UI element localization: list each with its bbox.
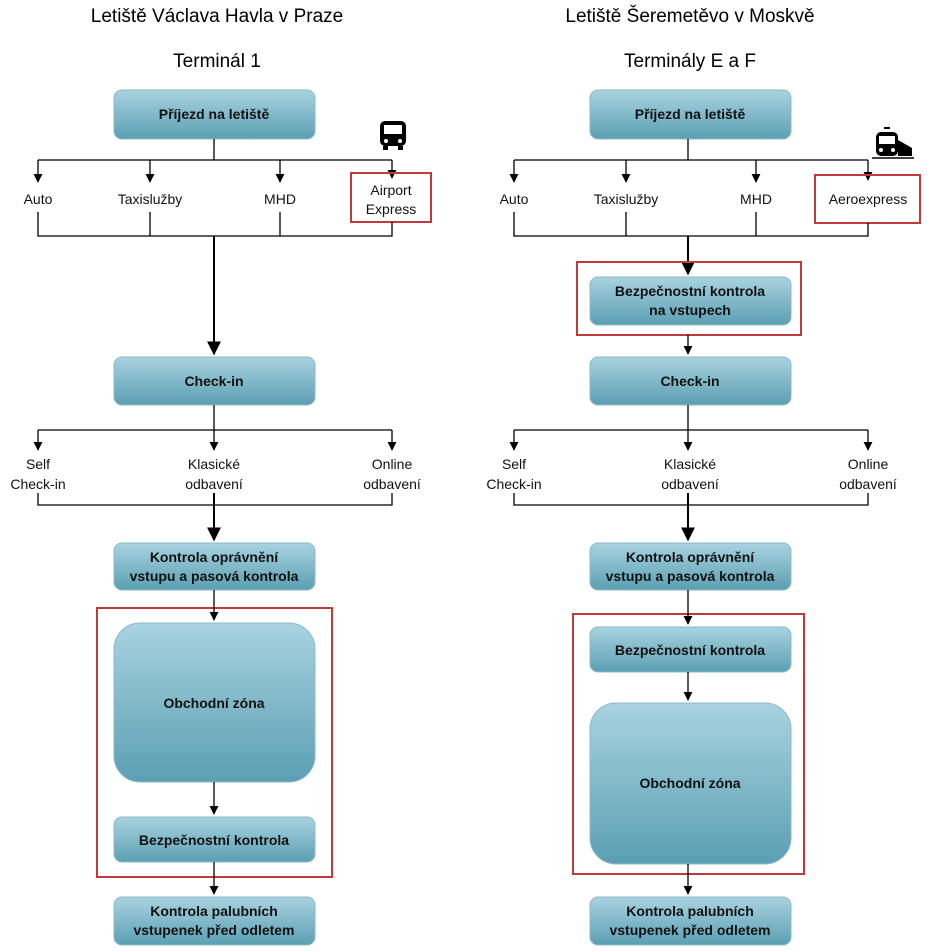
right-entry-security-box (589, 276, 792, 326)
left-option-online-1: Online (372, 456, 413, 472)
right-entry-security-label-1: Bezpečnostní kontrola (615, 283, 765, 299)
right-transport-auto: Auto (500, 191, 529, 207)
left-option-self-2: Check-in (10, 476, 65, 492)
left-boarding-label-1: Kontrola palubních (150, 903, 278, 919)
left-option-online-2: odbavení (363, 476, 421, 492)
left-title: Letiště Václava Havla v Praze (91, 6, 343, 27)
bus-icon (380, 121, 406, 150)
right-entry-security-label-2: na vstupech (649, 302, 731, 318)
left-checkin-label: Check-in (184, 373, 243, 389)
right-checkin-box (589, 356, 792, 406)
right-option-online-1: Online (848, 456, 889, 472)
right-arrival-box (589, 89, 792, 140)
right-boarding-box (589, 896, 792, 946)
right-shop-label: Obchodní zóna (639, 775, 740, 791)
left-transport-mhd: MHD (264, 191, 296, 207)
right-arrival-label: Příjezd na letiště (635, 106, 746, 122)
right-option-classic-2: odbavení (661, 476, 719, 492)
right-option-self-1: Self (502, 456, 526, 472)
left-passport-label-1: Kontrola oprávnění (150, 549, 279, 565)
right-shop-box (589, 702, 792, 865)
left-arrival-label: Příjezd na letiště (159, 106, 270, 122)
left-shop-label: Obchodní zóna (163, 695, 264, 711)
left-transport-airport-express-2: Express (366, 201, 417, 217)
left-transport-auto: Auto (24, 191, 53, 207)
right-highlight-entry-security (576, 261, 802, 336)
left-boarding-box (113, 896, 316, 946)
left-transport-airport-express-1: Airport (370, 182, 411, 198)
right-option-classic-1: Klasické (664, 456, 716, 472)
right-transport-mhd: MHD (740, 191, 772, 207)
right-passport-box (589, 542, 792, 591)
right-security-label: Bezpečnostní kontrola (615, 642, 765, 658)
left-option-classic-1: Klasické (188, 456, 240, 472)
right-title: Letiště Šeremetěvo v Moskvě (565, 5, 814, 27)
left-security-label: Bezpečnostní kontrola (139, 832, 289, 848)
left-passport-label-2: vstupu a pasová kontrola (130, 568, 299, 584)
right-checkin-label: Check-in (660, 373, 719, 389)
right-transport-aeroexpress: Aeroexpress (829, 191, 908, 207)
left-transport-taxi: Taxislužby (118, 191, 183, 207)
right-transport-taxi: Taxislužby (594, 191, 659, 207)
left-highlight-airport-express (350, 172, 432, 223)
right-boarding-label-1: Kontrola palubních (626, 903, 754, 919)
left-option-self-1: Self (26, 456, 50, 472)
left-option-classic-2: odbavení (185, 476, 243, 492)
train-icon (872, 127, 914, 159)
right-passport-label-1: Kontrola oprávnění (626, 549, 755, 565)
right-boarding-label-2: vstupenek před odletem (609, 922, 770, 938)
right-option-self-2: Check-in (486, 476, 541, 492)
right-subtitle: Terminály E a F (624, 51, 756, 72)
right-security-box (589, 626, 792, 673)
right-option-online-2: odbavení (839, 476, 897, 492)
right-passport-label-2: vstupu a pasová kontrola (606, 568, 775, 584)
left-boarding-label-2: vstupenek před odletem (133, 922, 294, 938)
left-subtitle: Terminál 1 (173, 51, 261, 72)
